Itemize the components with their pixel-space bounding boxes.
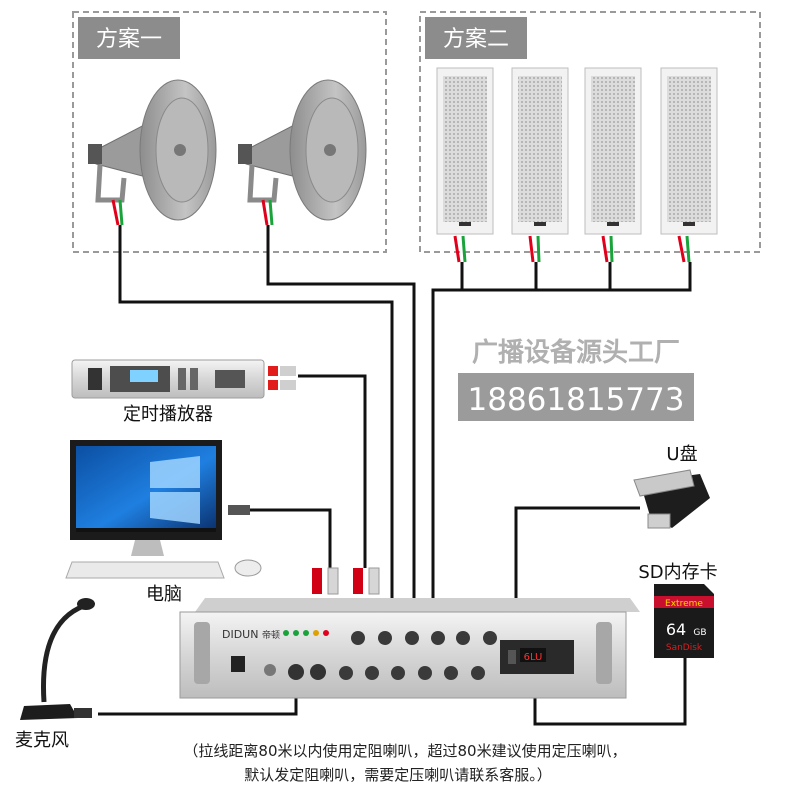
microphone — [20, 598, 95, 720]
rca-plugs — [312, 567, 380, 595]
column-speaker-4 — [660, 67, 718, 235]
mouse — [234, 559, 262, 577]
column-speaker-2 — [511, 67, 569, 235]
amplifier-brand-cn: 帝顿 — [262, 629, 280, 641]
microphone-label: 麦克风 — [15, 730, 69, 751]
column-speaker-3 — [584, 67, 642, 235]
note-line-1: （拉线距离80米以内使用定阻喇叭，超过80米建议使用定压喇叭， — [183, 742, 626, 760]
sd-brand-top: Extreme — [665, 599, 703, 609]
usb-drive — [633, 469, 710, 529]
sd-brand-bottom: SanDisk — [666, 643, 703, 653]
sd-unit: GB — [693, 628, 706, 638]
speaker-leads — [111, 199, 691, 263]
computer-monitor — [70, 440, 250, 556]
computer-label: 电脑 — [146, 584, 182, 605]
sd-card-label: SD内存卡 — [638, 562, 717, 583]
scheme-one-label: 方案一 — [96, 27, 162, 52]
scheme-one-tag: 方案一 — [78, 17, 180, 59]
horn-speaker-1 — [88, 79, 217, 221]
watermark-company: 广播设备源头工厂 — [472, 338, 680, 368]
note-line-2: 默认发定阻喇叭，需要定压喇叭请联系客服。） — [244, 766, 552, 784]
amplifier-display: 6LU — [524, 652, 543, 663]
amplifier — [179, 598, 640, 699]
scheme-two-tag: 方案二 — [425, 17, 527, 59]
keyboard — [65, 561, 225, 579]
horn-speaker-2 — [238, 79, 367, 221]
sd-capacity: 64 — [666, 620, 686, 639]
sd-card — [654, 584, 714, 658]
scheme-two-label: 方案二 — [443, 27, 509, 52]
scheme-two-box — [419, 11, 761, 253]
watermark-phone: 18861815773 — [468, 382, 685, 418]
timer-player — [71, 359, 296, 399]
usb-drive-label: U盘 — [666, 444, 697, 465]
column-speaker-1 — [436, 67, 494, 235]
watermark-phone-box: 18861815773 — [458, 373, 694, 421]
amplifier-brand: DIDUN — [222, 628, 258, 641]
timer-player-label: 定时播放器 — [123, 404, 213, 425]
scheme-one-box — [72, 11, 387, 253]
